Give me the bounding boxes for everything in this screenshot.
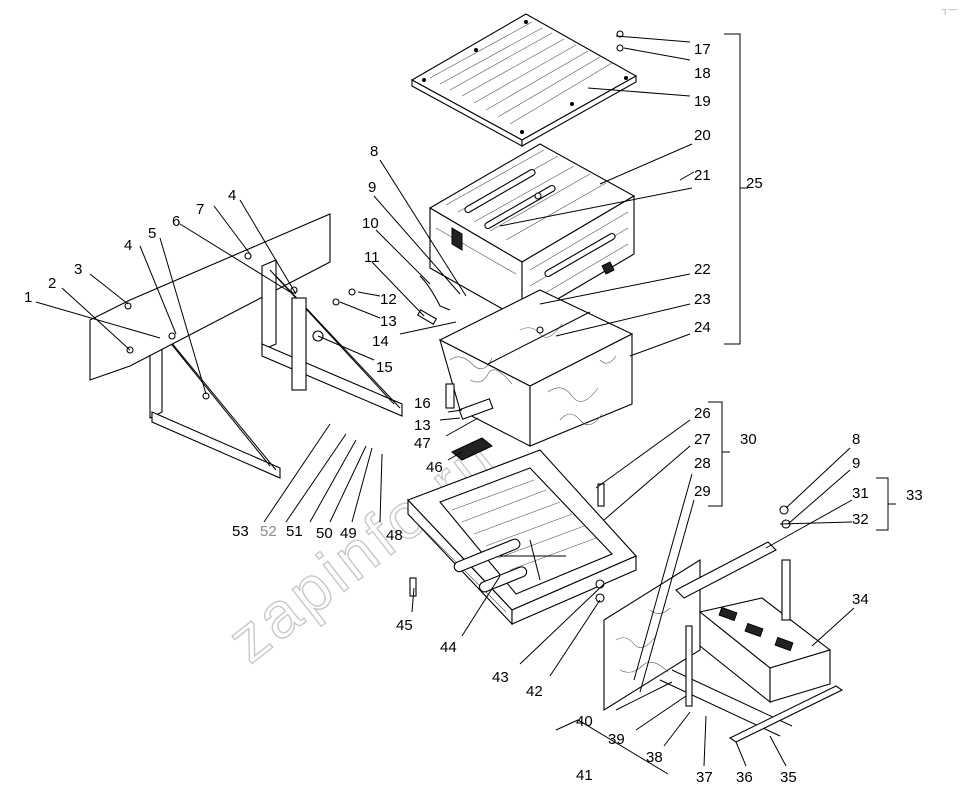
callout-15: 15	[376, 359, 393, 376]
callout-3: 3	[74, 261, 82, 278]
callout-53: 53	[232, 523, 249, 540]
callout-8a: 8	[370, 143, 378, 160]
callout-46: 46	[426, 459, 443, 476]
leader-lines	[35, 33, 896, 775]
callout-51: 51	[286, 523, 303, 540]
callout-45: 45	[396, 617, 413, 634]
callout-41: 41	[576, 767, 593, 784]
callout-31: 31	[852, 485, 869, 502]
callout-9b: 9	[852, 455, 860, 472]
callout-52: 52	[260, 523, 277, 540]
callout-44: 44	[440, 639, 457, 656]
callout-25: 25	[746, 175, 763, 192]
callout-21: 21	[694, 167, 711, 184]
callout-29: 29	[694, 483, 711, 500]
callout-8b: 8	[852, 431, 860, 448]
callout-40: 40	[576, 713, 593, 730]
turnbuckle-hook	[453, 538, 566, 593]
callout-26: 26	[694, 405, 711, 422]
callout-37: 37	[696, 769, 713, 786]
callout-2: 2	[48, 275, 56, 292]
callout-1: 1	[24, 289, 32, 306]
lower-box-tray	[407, 449, 637, 626]
callout-5: 5	[148, 225, 156, 242]
callout-18: 18	[694, 65, 711, 82]
callout-13a: 13	[380, 313, 397, 330]
corner-mark: ┐—	[942, 4, 957, 15]
callout-47: 47	[414, 435, 431, 452]
callout-34: 34	[852, 591, 869, 608]
callout-22: 22	[694, 261, 711, 278]
callout-19: 19	[694, 93, 711, 110]
callout-50: 50	[316, 525, 333, 542]
callout-43: 43	[492, 669, 509, 686]
callout-16: 16	[414, 395, 431, 412]
callout-10: 10	[362, 215, 379, 232]
callout-33: 33	[906, 487, 923, 504]
callout-23: 23	[694, 291, 711, 308]
callout-13b: 13	[414, 417, 431, 434]
callout-42: 42	[526, 683, 543, 700]
callout-49: 49	[340, 525, 357, 542]
callout-7: 7	[196, 201, 204, 218]
fasteners	[124, 30, 791, 603]
callout-numbers: 1 2 3 4 5 6 7 4 8 9 10 11 12 13 14 15 16…	[24, 41, 923, 786]
callout-28: 28	[694, 455, 711, 472]
callout-30: 30	[740, 431, 757, 448]
callout-17: 17	[694, 41, 711, 58]
callout-9a: 9	[368, 179, 376, 196]
cover-shell	[438, 289, 634, 447]
callout-48: 48	[386, 527, 403, 544]
callout-38: 38	[646, 749, 663, 766]
callout-24: 24	[694, 319, 711, 336]
battery-and-frame	[603, 541, 844, 743]
callout-4a: 4	[124, 237, 132, 254]
callout-39: 39	[608, 731, 625, 748]
callout-27: 27	[694, 431, 711, 448]
right-mounting-bracket	[261, 259, 403, 417]
left-mounting-bracket	[89, 213, 331, 479]
callout-6: 6	[172, 213, 180, 230]
lid-panel	[410, 13, 638, 147]
callout-20: 20	[694, 127, 711, 144]
callout-11: 11	[364, 249, 380, 266]
callout-36: 36	[736, 769, 753, 786]
callout-32: 32	[852, 511, 869, 528]
callout-12: 12	[380, 291, 397, 308]
callout-35: 35	[780, 769, 797, 786]
callout-4b: 4	[228, 187, 236, 204]
upper-box-cover	[428, 143, 636, 321]
callout-14: 14	[372, 333, 389, 350]
